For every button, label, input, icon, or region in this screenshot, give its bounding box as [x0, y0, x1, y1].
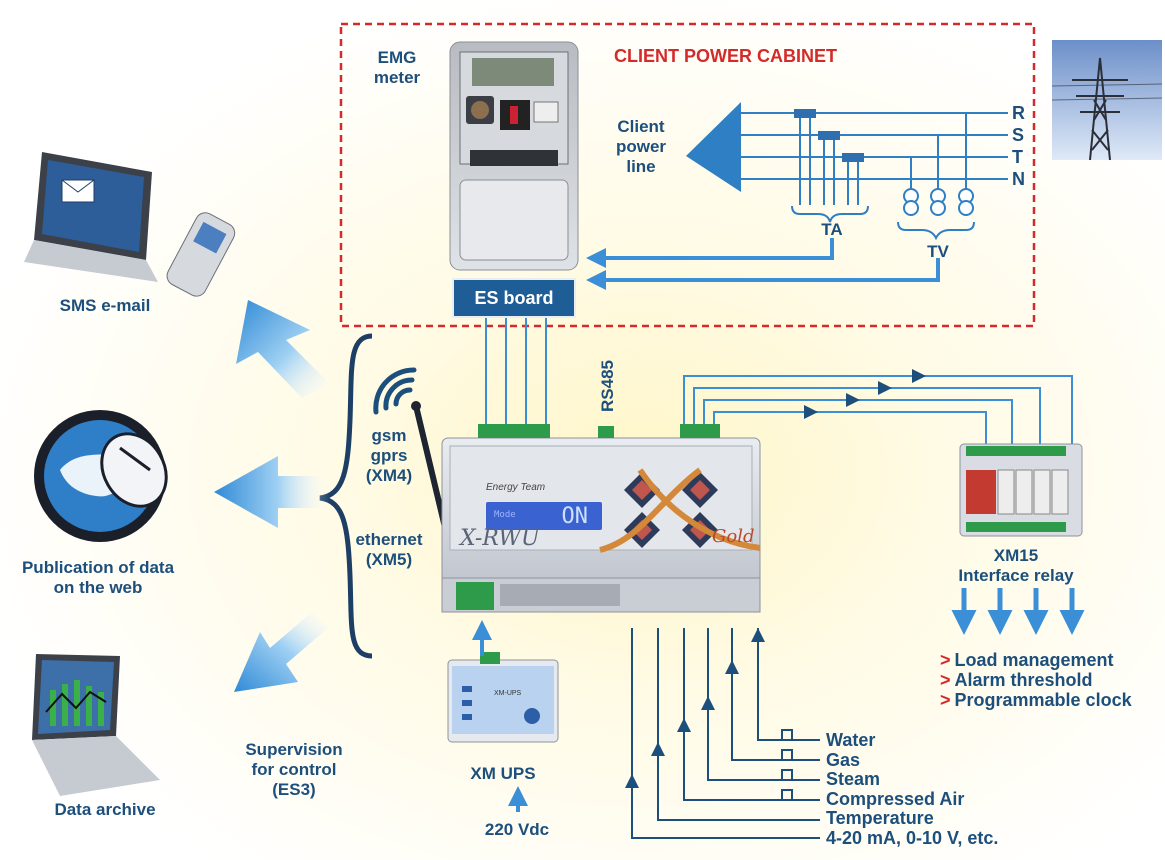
xm15-label: XM15 Interface relay: [958, 546, 1074, 585]
input-item: Temperature: [826, 808, 934, 829]
relay-line-arrowheads: [804, 369, 926, 419]
es-board-wires: [485, 314, 547, 424]
phase-t-label: T: [1012, 147, 1023, 167]
input-item: Steam: [826, 769, 881, 790]
mobile-phone-image: [166, 212, 236, 297]
signal-return-arrows: [586, 238, 940, 290]
input-item: Compressed Air: [826, 788, 965, 809]
ups-front-text: XM-UPS: [494, 690, 522, 697]
display-value: ON: [561, 503, 589, 529]
globe-mouse-image: [34, 410, 168, 542]
ta-label: TA: [821, 220, 843, 239]
xm-ups-device: [447, 652, 559, 743]
device-brand: Energy Team: [486, 482, 546, 493]
laptop-email-image: [24, 152, 158, 282]
input-lines: [631, 628, 820, 839]
xm15-relay-device: [959, 443, 1083, 537]
x-rwu-device: [441, 424, 761, 613]
power-input-label: 220 Vdc: [484, 820, 550, 839]
device-name: X-RWU: [460, 526, 540, 551]
phase-s-label: S: [1012, 125, 1025, 145]
device-display: Mode ON: [486, 502, 602, 530]
relay-output-arrows: [951, 588, 1085, 635]
xm-ups-label: XM UPS: [470, 764, 536, 783]
data-archive-label: Data archive: [54, 800, 156, 819]
pylon-image: [1051, 40, 1163, 161]
current-transformers: [791, 109, 869, 223]
phase-r-label: R: [1012, 103, 1025, 123]
rs485-label: RS485: [598, 360, 617, 412]
es-board-label: ES board: [452, 278, 576, 318]
voltage-transformers: [897, 113, 975, 241]
arrow-to-web: [214, 456, 330, 528]
cabinet-border: [339, 22, 1036, 328]
relay-function-item: >Load management: [940, 650, 1114, 670]
web-publication-label: Publication of data on the web: [21, 558, 175, 597]
relay-functions-list: >Load management >Alarm threshold >Progr…: [940, 650, 1132, 710]
supervision-label: Supervision for control (ES3): [245, 740, 343, 799]
arrow-to-sms: [236, 300, 330, 398]
input-item: 4-20 mA, 0-10 V, etc.: [826, 827, 999, 848]
tv-label: TV: [927, 242, 949, 261]
input-arrowheads: [625, 628, 765, 788]
relay-function-item: >Alarm threshold: [940, 670, 1093, 690]
gsm-label: gsm gprs (XM4): [365, 426, 413, 485]
ethernet-label: ethernet (XM5): [355, 530, 423, 569]
display-caption: Mode: [494, 510, 516, 520]
phase-lines: [741, 112, 1008, 180]
power-line-arrow: [686, 102, 741, 192]
laptop-chart-image: [32, 654, 160, 796]
phase-n-label: N: [1012, 169, 1025, 189]
emg-meter: [449, 41, 579, 271]
relay-function-item: >Programmable clock: [940, 690, 1132, 710]
input-item: Water: [826, 730, 876, 750]
sms-email-label: SMS e-mail: [59, 296, 151, 315]
input-item: Gas: [826, 749, 861, 770]
inputs-list: Water Gas Steam Compressed Air Temperatu…: [826, 730, 999, 849]
client-power-line-label: Client power line: [615, 117, 667, 176]
emg-meter-label: EMG meter: [373, 48, 421, 87]
wireless-icon: [373, 367, 417, 415]
arrow-to-archive: [234, 612, 328, 692]
cabinet-title: CLIENT POWER CABINET: [614, 46, 837, 66]
device-variant: Gold: [712, 526, 755, 547]
